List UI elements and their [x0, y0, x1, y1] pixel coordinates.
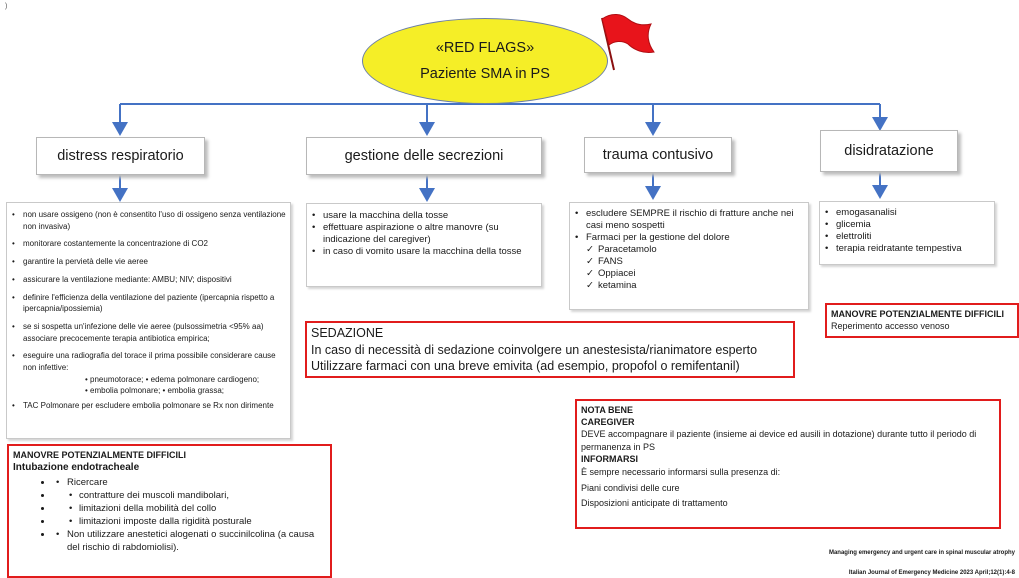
sedazione-title: SEDAZIONE [311, 326, 384, 340]
nota-bene-box: NOTA BENE CAREGIVER DEVE accompagnare il… [575, 399, 1001, 529]
list-item: effettuare aspirazione o altre manovre (… [309, 222, 537, 246]
drug-item: FANS [572, 256, 804, 268]
list-item: in caso di vomito usare la macchina dell… [309, 246, 537, 258]
box-title: MANOVRE POTENZIALMENTE DIFFICILI [13, 450, 186, 460]
sedazione-box: SEDAZIONE In caso di necessità di sedazi… [305, 321, 795, 378]
category-disidratazione: disidratazione [820, 130, 958, 172]
list-item: terapia reidratante tempestiva [822, 243, 990, 255]
informarsi-line: Disposizioni anticipate di trattamento [581, 498, 728, 508]
list-item: monitorare costantemente la concentrazio… [9, 238, 286, 250]
list-item: emogasanalisi [822, 207, 990, 219]
list-item: glicemia [822, 219, 990, 231]
informarsi-line: Piani condivisi delle cure [581, 482, 680, 493]
red-flag-icon [601, 14, 655, 71]
category-label: gestione delle secrezioni [344, 148, 504, 164]
intubazione-subtitle: Intubazione endotracheale [13, 462, 140, 473]
list-item: usare la macchina della tosse [309, 210, 537, 222]
trauma-panel: escludere SEMPRE il rischio di fratture … [569, 202, 809, 310]
drug-item: Paracetamolo [572, 244, 804, 256]
sedazione-line: Utilizzare farmaci con una breve emivita… [311, 359, 740, 373]
list-item: se si sospetta un'infezione delle vie ae… [9, 321, 286, 344]
list-item: assicurare la ventilazione mediante: AMB… [9, 274, 286, 286]
disidratazione-panel: emogasanalisi glicemia elettroliti terap… [819, 201, 995, 265]
category-gestione-secrezioni: gestione delle secrezioni [306, 137, 542, 175]
corner-mark: ) [5, 3, 8, 10]
manovre-difficili-venoso-box: MANOVRE POTENZIALMENTE DIFFICILI Reperim… [825, 303, 1019, 338]
manovre-difficili-intubazione-box: MANOVRE POTENZIALMENTE DIFFICILI Intubaz… [7, 444, 332, 578]
list-item: Ricercare [53, 476, 326, 489]
category-trauma-contusivo: trauma contusivo [584, 137, 732, 173]
informarsi-title: INFORMARSI [581, 454, 638, 464]
reference-title: Managing emergency and urgent care in sp… [828, 550, 1015, 556]
sedazione-line: In caso di necessità di sedazione coinvo… [311, 342, 758, 357]
category-distress-respiratorio: distress respiratorio [36, 137, 205, 175]
sub-item: limitazioni della mobilità del collo [53, 502, 326, 515]
box-text: Reperimento accesso venoso [831, 321, 950, 331]
cause-line: • embolia polmonare; • embolia grassa; [85, 386, 225, 396]
root-title: «RED FLAGS» [435, 40, 535, 56]
sub-item: contratture dei muscoli mandibolari, [53, 489, 326, 502]
list-item: garantire la pervietà delle vie aeree [9, 256, 286, 268]
reference-journal: Italian Journal of Emergency Medicine 20… [848, 570, 1015, 576]
cause-line: • pneumotorace; • edema polmonare cardio… [85, 374, 260, 384]
drug-item: ketamina [572, 280, 804, 292]
list-item: non usare ossigeno (non è consentito l'u… [9, 209, 286, 232]
list-item: definire l'efficienza della ventilazione… [9, 292, 286, 315]
list-item: eseguire una radiografia del torace il p… [9, 350, 286, 373]
caregiver-title: CAREGIVER [581, 417, 635, 427]
category-label: distress respiratorio [57, 148, 184, 164]
root-node: «RED FLAGS» Paziente SMA in PS [362, 18, 608, 104]
root-subtitle: Paziente SMA in PS [420, 66, 550, 82]
nota-bene-title: NOTA BENE [581, 405, 634, 415]
category-label: disidratazione [844, 143, 934, 159]
box-title: MANOVRE POTENZIALMENTE DIFFICILI [831, 309, 1004, 319]
list-item: Farmaci per la gestione del dolore [572, 232, 804, 244]
informarsi-line: È sempre necessario informarsi sulla pre… [581, 467, 781, 477]
category-label: trauma contusivo [602, 147, 714, 163]
list-item: elettroliti [822, 231, 990, 243]
distress-panel: non usare ossigeno (non è consentito l'u… [6, 202, 291, 439]
list-item: escludere SEMPRE il rischio di fratture … [572, 208, 804, 232]
sub-item: limitazioni imposte dalla rigidità postu… [53, 515, 326, 528]
list-item: Non utilizzare anestetici alogenati o su… [53, 528, 326, 554]
caregiver-text: DEVE accompagnare il paziente (insieme a… [581, 429, 977, 452]
list-item: TAC Polmonare per escludere embolia polm… [9, 400, 286, 412]
secrezioni-panel: usare la macchina della tosse effettuare… [306, 203, 542, 287]
drug-item: Oppiacei [572, 268, 804, 280]
